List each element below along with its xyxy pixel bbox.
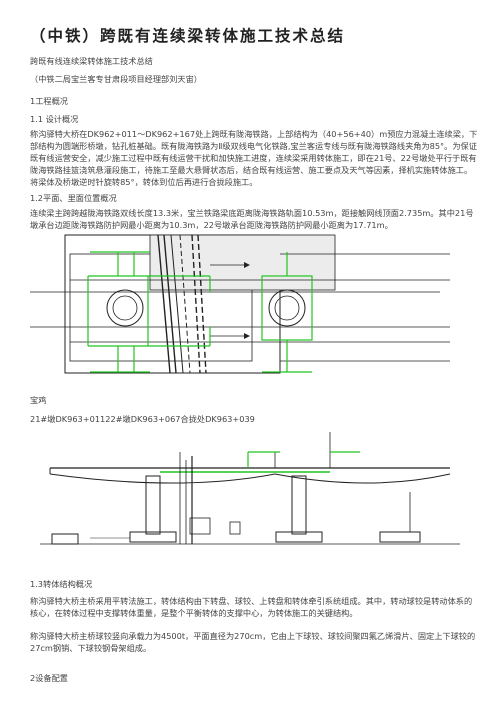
- plan-view-drawing: [30, 234, 450, 374]
- paragraph-design-overview: 称沟驿特大桥在DK962+011～DK962+167处上跨既有陇海铁路，上部结构…: [30, 129, 478, 187]
- doc-affiliation: （中铁二局宝兰客专甘肃段项目经理部刘天宙）: [30, 74, 202, 84]
- paragraph-swivel-structure: 称沟驿特大桥主桥采用平转法施工，转体结构由下转盘、球铰、上转盘和转体牵引系统组成…: [30, 596, 473, 618]
- caption-pier-chainage: 21#墩DK963+01122#墩DK963+067合拢处DK963+039: [30, 414, 255, 424]
- paragraph-ball-joint: 称沟驿特大桥主桥球铰竖向承载力为4500t，平面直径为270cm，它由上下球铰、…: [30, 631, 476, 653]
- doc-subtitle: 跨既有线连续梁转体施工技术总结: [30, 56, 153, 66]
- caption-city: 宝鸡: [30, 395, 47, 405]
- section-heading-1-3: 1.3转体结构概况: [30, 579, 93, 589]
- paragraph-position-overview: 连续梁主跨跨越陇海铁路双线长度13.3米，宝兰铁路梁底距离陇海铁路轨面10.53…: [30, 208, 474, 230]
- document-title: （中铁）跨既有连续梁转体施工技术总结: [30, 27, 346, 45]
- elevation-drawing: [40, 432, 460, 545]
- section-heading-2: 2设备配置: [30, 673, 68, 683]
- section-heading-1-2: 1.2平面、里面位置概况: [30, 193, 117, 203]
- section-heading-1: 1工程概况: [30, 96, 68, 106]
- section-heading-1-1: 1.1 设计概况: [30, 114, 79, 124]
